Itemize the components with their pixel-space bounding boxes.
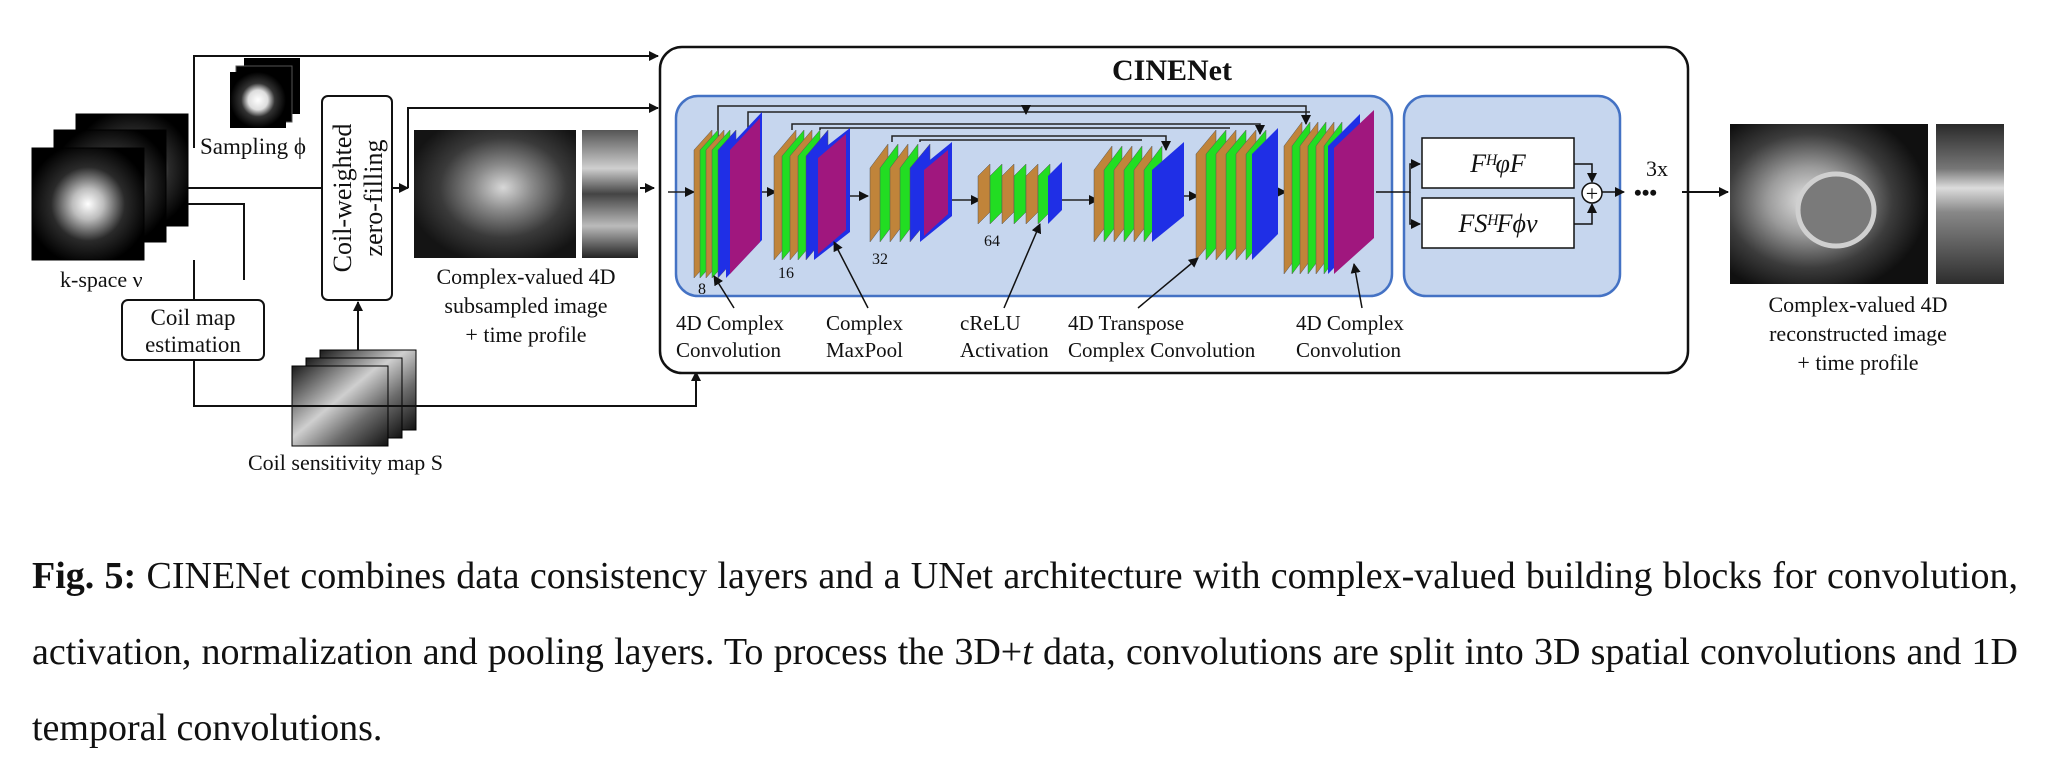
dc-connectors (1396, 159, 1625, 229)
legend-crelu-line2: Activation (960, 338, 1049, 362)
subsampled-caption-line1: Complex-valued 4D (436, 264, 615, 289)
channel-label-16: 16 (778, 265, 794, 282)
dc-formula-bottom-box (1421, 197, 1575, 249)
caption-text-1: CINENet combines data consistency layers… (32, 555, 2018, 673)
unet-block-dec3 (1283, 110, 1374, 275)
repeat-label: 3x (1646, 156, 1668, 181)
sum-node (1581, 182, 1603, 204)
unet-block-bottleneck (977, 162, 1062, 225)
legend-conv-line1: 4D Complex (676, 311, 784, 335)
legend-maxpool-line1: Complex (826, 311, 903, 335)
sum-symbol: + (1586, 181, 1598, 206)
sampling-label: Sampling ϕ (200, 134, 306, 159)
subsampled-image (414, 130, 576, 258)
dc-formula-top-box (1421, 137, 1575, 189)
output-caption-line3: + time profile (1797, 350, 1918, 375)
unet-block-dec1 (1093, 142, 1184, 243)
dc-formula-bottom: FSᴴFϕν (1457, 209, 1538, 238)
dc-formula-top: FᴴφF (1469, 149, 1527, 178)
unet-block-enc2 (773, 128, 850, 261)
sampling-mask-image (230, 58, 300, 128)
legend-crelu-line1: cReLU (960, 311, 1021, 335)
legend-maxpool-line2: MaxPool (826, 338, 903, 362)
output-caption-line1: Complex-valued 4D (1768, 292, 1947, 317)
cinenet-title: CINENet (1112, 54, 1232, 87)
channel-label-8: 8 (698, 281, 706, 298)
repeat-dots: ••• (1634, 180, 1657, 205)
zero-filling-line2: zero-filling (359, 140, 388, 257)
channel-label-64: 64 (984, 233, 1000, 250)
legend-conv-line2: Convolution (676, 338, 782, 362)
reconstructed-time-profile (1936, 124, 2004, 284)
reconstructed-ventricle (1795, 171, 1877, 249)
subsampled-caption-line2: subsampled image (444, 293, 607, 318)
legend-transpose-line1: 4D Transpose (1068, 311, 1184, 335)
input-connectors (188, 51, 701, 407)
subsampled-time-profile (582, 130, 638, 258)
figure-caption: Fig. 5: CINENet combines data consistenc… (32, 538, 2018, 766)
cinenet-diagram: k-space ν Sampling ϕ Coil map estimation… (31, 45, 2004, 475)
coil-sensitivity-image-stack (291, 349, 417, 447)
coil-map-estimation-line1: Coil map (151, 305, 236, 330)
legend-pointers (713, 223, 1363, 309)
coil-sensitivity-label: Coil sensitivity map S (248, 450, 443, 475)
subsampled-caption-line3: + time profile (465, 322, 586, 347)
legend-conv2-line1: 4D Complex (1296, 311, 1404, 335)
unet-block-enc1 (693, 112, 762, 279)
zero-filling-box (321, 95, 393, 301)
legend-transpose-line2: Complex Convolution (1068, 338, 1256, 362)
zero-filling-line1: Coil-weighted (328, 124, 357, 273)
caption-text-2: data, convolutions are split into 3D spa… (32, 631, 2018, 749)
legend-conv2-line2: Convolution (1296, 338, 1402, 362)
kspace-image-stack (31, 113, 189, 261)
output-caption-line2: reconstructed image (1769, 321, 1947, 346)
channel-label-32: 32 (872, 251, 888, 268)
kspace-label: k-space ν (60, 267, 143, 292)
caption-italic: t (1022, 631, 1033, 673)
unet-block-enc3 (869, 142, 952, 243)
caption-label: Fig. 5: (32, 555, 137, 597)
coil-map-estimation-line2: estimation (145, 332, 241, 357)
unet-block-dec2 (1195, 128, 1278, 261)
